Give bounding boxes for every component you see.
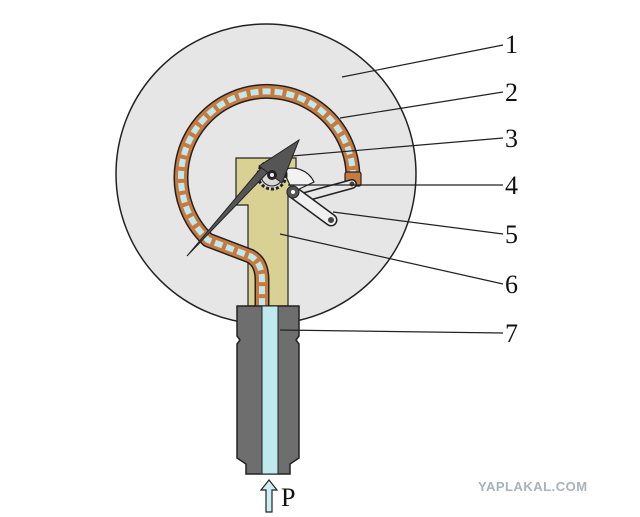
watermark: YAPLAKAL.COM <box>478 479 588 494</box>
label-4: 4 <box>505 171 518 200</box>
label-7: 7 <box>505 319 518 348</box>
leader-line-5 <box>332 211 504 235</box>
pressure-arrow-icon <box>259 479 279 513</box>
link-lever <box>286 179 357 227</box>
pointer-needle <box>186 138 301 257</box>
leader-line-3 <box>291 137 504 157</box>
pressure-channel <box>261 305 279 475</box>
label-5: 5 <box>505 220 518 249</box>
leader-lines <box>279 44 504 334</box>
label-3: 3 <box>505 124 518 153</box>
label-1: 1 <box>505 30 518 59</box>
leader-line-6 <box>279 233 504 285</box>
bourdon-tube-channel <box>178 88 357 306</box>
leader-line-2 <box>339 91 504 119</box>
label-2: 2 <box>505 78 518 107</box>
pressure-label: P <box>281 483 295 512</box>
leader-line-1 <box>341 44 504 78</box>
label-6: 6 <box>505 270 518 299</box>
leader-line-7 <box>279 329 504 334</box>
